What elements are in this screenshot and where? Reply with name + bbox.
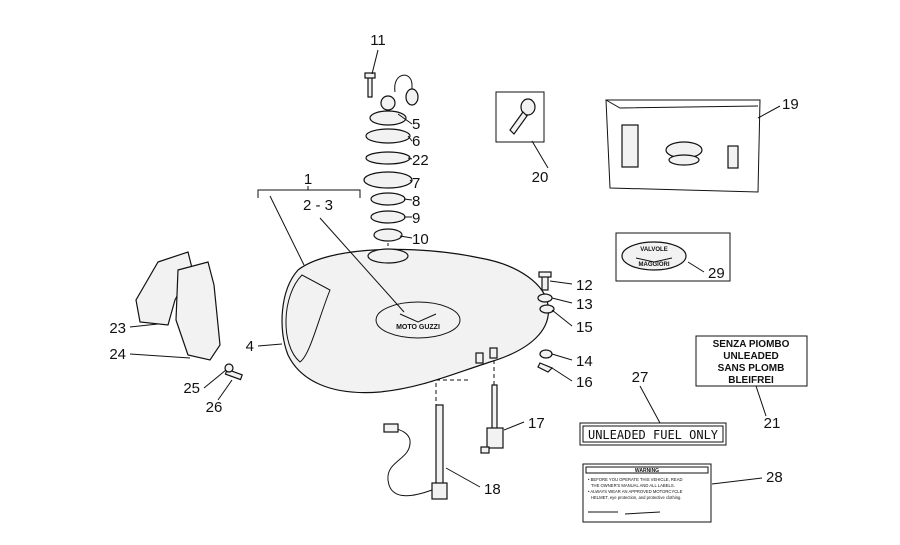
callout-7: 7 bbox=[412, 175, 420, 192]
callout-23: 23 bbox=[109, 320, 126, 337]
callout-19: 19 bbox=[782, 96, 799, 113]
warning-line1: • BEFORE YOU OPERATE THIS VEHICLE, READ bbox=[588, 477, 683, 482]
cap-plate-6 bbox=[365, 128, 411, 144]
lock-kit-19 bbox=[605, 99, 761, 193]
ring-9 bbox=[370, 210, 406, 224]
callout-16: 16 bbox=[576, 374, 593, 391]
decal-21-line4: BLEIFREI bbox=[728, 375, 774, 386]
callout-15: 15 bbox=[576, 319, 593, 336]
grommet-14 bbox=[539, 349, 553, 359]
decal-21-line1: SENZA PIOMBO bbox=[713, 339, 790, 350]
callout-11: 11 bbox=[370, 32, 386, 49]
callout-1: 1 bbox=[304, 171, 312, 188]
callout-20: 20 bbox=[532, 169, 549, 186]
decal-21-line3: SANS PLOMB bbox=[718, 363, 785, 374]
filler-cap-assembly bbox=[363, 72, 419, 252]
callout-29: 29 bbox=[708, 265, 725, 282]
tank-emblem bbox=[375, 301, 461, 339]
badge-top-text: VALVOLE bbox=[640, 247, 667, 253]
callout-25: 25 bbox=[183, 380, 200, 397]
callout-9: 9 bbox=[412, 210, 420, 227]
callout-26: 26 bbox=[206, 399, 223, 416]
side-covers bbox=[135, 251, 243, 381]
badge-bottom-text: MAGGIORI bbox=[639, 262, 670, 268]
sensor-wire bbox=[387, 427, 433, 497]
warning-line4: HELMET, eye protection, and protective c… bbox=[591, 495, 682, 500]
lock-19c bbox=[727, 145, 739, 169]
callout-18: 18 bbox=[484, 481, 501, 498]
flange-10 bbox=[373, 228, 403, 242]
kit-bag bbox=[605, 99, 761, 193]
callout-13: 13 bbox=[576, 296, 593, 313]
callout-6: 6 bbox=[412, 133, 420, 150]
key-20 bbox=[509, 111, 528, 135]
bolt-12 bbox=[541, 275, 549, 291]
decal-27: UNLEADED FUEL ONLY bbox=[579, 422, 727, 446]
callout-14: 14 bbox=[576, 353, 593, 370]
lock-19a bbox=[621, 124, 639, 168]
callout-21: 21 bbox=[764, 415, 781, 432]
callout-17: 17 bbox=[528, 415, 545, 432]
cover-24 bbox=[175, 261, 221, 361]
warning-line2: THE OWNER'S MANUAL AND ALL LABELS. bbox=[591, 483, 675, 488]
screw-11 bbox=[367, 76, 373, 98]
gasket-7 bbox=[363, 171, 413, 189]
callout-28: 28 bbox=[766, 469, 783, 486]
tank-tunnel bbox=[285, 274, 331, 363]
callout-5: 5 bbox=[412, 116, 420, 133]
tank-emblem-text: MOTO GUZZI bbox=[396, 324, 440, 331]
key-box-20 bbox=[495, 91, 545, 143]
leader-lines bbox=[129, 49, 781, 488]
callout-2-3: 2 - 3 bbox=[303, 197, 333, 214]
fuel-tap-17 bbox=[480, 360, 504, 454]
cap-lanyard bbox=[394, 74, 413, 100]
spacer-15 bbox=[539, 304, 555, 314]
callout-4: 4 bbox=[246, 338, 254, 355]
callout-24: 24 bbox=[109, 346, 126, 363]
filler-neck bbox=[367, 248, 409, 264]
cap-5 bbox=[369, 110, 407, 126]
callout-8: 8 bbox=[412, 193, 420, 210]
sensor-connector bbox=[383, 423, 399, 433]
callout-22: 22 bbox=[412, 152, 429, 169]
callout-27: 27 bbox=[632, 369, 649, 386]
ring-8 bbox=[370, 192, 406, 206]
level-sensor-18 bbox=[383, 379, 468, 500]
washer-25 bbox=[224, 363, 234, 373]
ring-22 bbox=[365, 151, 411, 165]
callout-12: 12 bbox=[576, 277, 593, 294]
decal-21-line2: UNLEADED bbox=[723, 351, 779, 362]
clip-16 bbox=[537, 362, 554, 373]
warning-title: WARNING bbox=[635, 468, 659, 474]
decal-27-text: UNLEADED FUEL ONLY bbox=[588, 428, 719, 442]
decal-28: WARNING • BEFORE YOU OPERATE THIS VEHICL… bbox=[582, 463, 712, 523]
callout-10: 10 bbox=[412, 231, 429, 248]
washer-13 bbox=[537, 293, 553, 303]
warning-line3: • ALWAYS WEAR AN APPROVED MOTORCYCLE bbox=[588, 489, 683, 494]
decal-21: SENZA PIOMBO UNLEADED SANS PLOMB BLEIFRE… bbox=[695, 335, 808, 387]
callout-numbers: 11 1 2 - 3 5 6 22 7 8 9 10 4 20 19 29 12… bbox=[109, 32, 798, 498]
fuel-tank: MOTO GUZZI bbox=[281, 248, 550, 394]
badge-box-29: VALVOLE MAGGIORI bbox=[615, 232, 731, 282]
badge-29 bbox=[621, 241, 687, 271]
